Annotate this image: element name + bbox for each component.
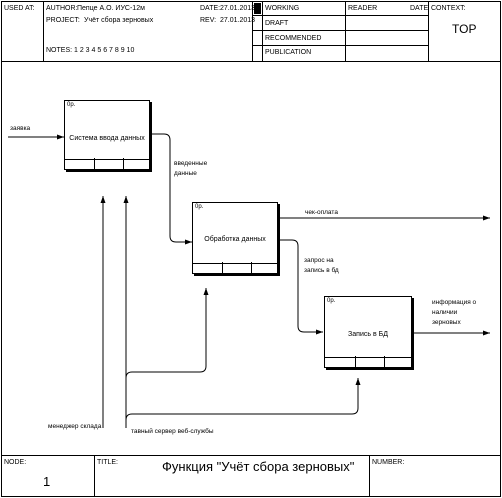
label-info-1: информация о [432,299,477,306]
box-label: Обработка данных [204,236,266,243]
label-info-3: зерновых [432,319,461,326]
rev-value: 27.01.2013 [220,17,256,24]
arrow-server-branch-2 [125,378,361,421]
label-manager: менеджер склада [48,423,102,430]
box-label: Запись в БД [348,331,388,338]
box-number: 0р. [195,204,204,210]
author-value: Пепце А.О. ИУС-12м [77,5,145,12]
label-zapros-2: запись в бд [304,267,339,274]
number-label: NUMBER: [372,459,405,466]
label-vvedennye-1: введенные [174,160,208,167]
arrow-server-branch-1 [125,288,209,379]
label-zayavka: заявка [10,125,31,132]
label-info-2: наличии [432,309,458,316]
status-draft: DRAFT [265,20,289,27]
rev-label: REV: [200,17,217,24]
activity-box-processing[interactable]: 0р. Обработка данных [192,202,278,274]
status-publication: PUBLICATION [265,49,312,56]
used-at-label: USED AT: [4,5,35,12]
arrow-zapros [278,239,323,335]
node-label: NODE: [4,459,27,466]
notes: NOTES: 1 2 3 4 5 6 7 8 9 10 [46,47,135,54]
project-value: Учёт сбора зерновых [84,17,154,24]
status-working: WORKING [265,5,300,12]
label-zapros-1: запрос на [304,257,334,264]
reader-date-label: DATE [410,5,429,12]
box-number: 0р. [327,298,336,304]
box-number: 0р. [67,102,76,108]
title-value: Функция "Учёт сбора зерновых" [162,459,355,474]
title-label: TITLE: [97,459,119,466]
activity-box-input[interactable]: 0р. Система ввода данных [64,100,150,170]
status-recommended: RECOMMENDED [265,35,322,42]
reader-label: READER [348,5,378,12]
author-label: AUTHOR: [46,5,78,12]
activity-box-db-write[interactable]: 0р. Запись в БД [324,296,412,368]
node-value: 1 [43,474,51,489]
label-vvedennye-2: данные [174,170,197,177]
arrow-vvedennye [150,133,192,245]
context-value: TOP [452,22,477,36]
label-chek: чек-оплата [305,209,338,216]
date-label: DATE: [200,5,221,12]
label-server: тавный сервер веб-службы [131,428,214,435]
box-label: Система ввода данных [69,135,145,142]
project-label: PROJECT: [46,17,80,24]
date-value: 27.01.2013 [220,5,256,12]
context-label: CONTEXT: [431,5,466,12]
